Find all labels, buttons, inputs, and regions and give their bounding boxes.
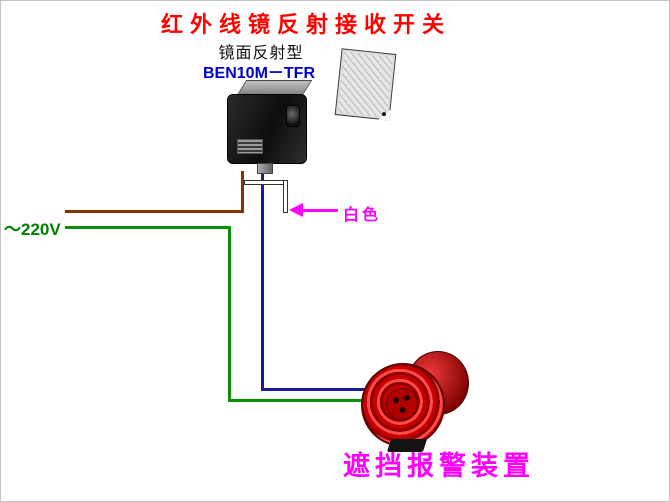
white-wire-arrow-icon: [289, 203, 303, 217]
sensor-body: [227, 94, 307, 164]
white-wire-horizontal: [244, 180, 288, 185]
alarm-siren-illustration: [359, 351, 477, 453]
sensor-cable-gland: [257, 163, 273, 174]
alarm-center-cap: [386, 388, 418, 420]
alarm-device-label: 遮挡报警装置: [343, 451, 535, 481]
sensor-model-label: BEN10M－TFR: [202, 65, 315, 82]
brown-power-wire-vertical: [241, 171, 244, 213]
sensor-label-strip: [237, 139, 263, 154]
sensor-lens: [286, 105, 300, 127]
diagram-title: 红外线镜反射接收开关: [160, 12, 451, 37]
green-wire-to-alarm: [228, 399, 398, 402]
white-wire-arrow-line: [302, 209, 338, 212]
green-power-wire-horizontal: [65, 226, 231, 229]
alarm-mount-bracket: [386, 439, 428, 452]
blue-wire-to-alarm: [261, 388, 383, 391]
power-voltage-label: ～220V: [4, 220, 61, 239]
photoelectric-sensor-illustration: [225, 79, 321, 175]
sensor-type-label: 镜面反射型: [218, 45, 304, 62]
green-wire-vertical: [228, 226, 231, 402]
reflector-panel-illustration: [334, 48, 397, 121]
blue-output-wire-vertical: [261, 169, 264, 391]
brown-power-wire-horizontal: [65, 210, 244, 213]
white-wire-vertical: [283, 180, 288, 213]
white-wire-label: 白色: [343, 207, 382, 224]
